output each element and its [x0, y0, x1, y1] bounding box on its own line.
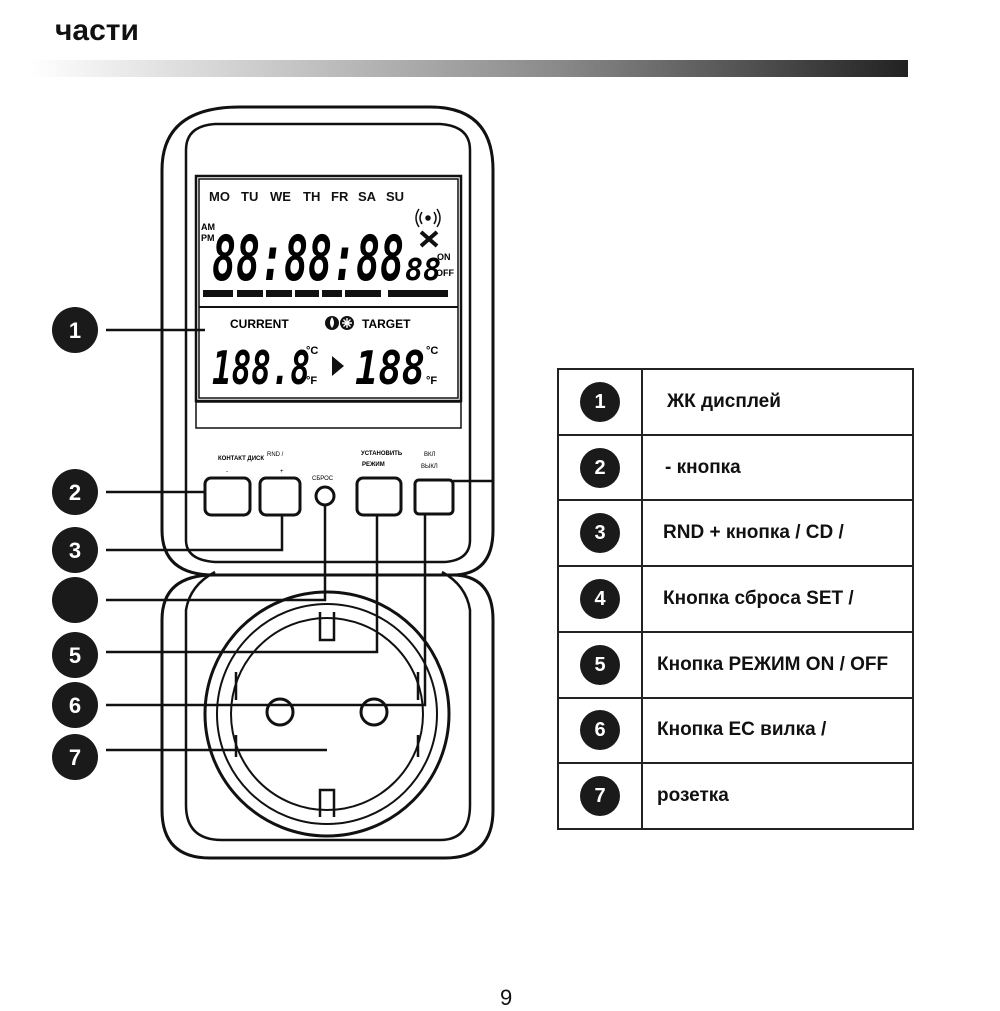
leader-lines — [106, 328, 427, 752]
svg-text:2: 2 — [69, 480, 81, 505]
lcd-small-digits: 88 — [405, 253, 441, 288]
reset-button[interactable] — [314, 485, 336, 507]
minus-button[interactable] — [203, 476, 252, 517]
lcd-day-su: SU — [386, 189, 404, 204]
button1-label: КОНТАКТ ДИСК — [218, 456, 264, 462]
legend-row: 4 Кнопка сброса SET / — [557, 565, 914, 633]
legend-label: RND + кнопка / CD / — [641, 499, 914, 568]
flame-icon — [325, 316, 339, 330]
svg-text:1: 1 — [69, 318, 81, 343]
button2-sublabel: + — [280, 469, 284, 475]
signal-icon — [415, 208, 441, 228]
arrow-right-icon — [332, 356, 344, 376]
callout-7: 7 — [52, 734, 98, 780]
lcd-current-label: CURRENT — [230, 317, 289, 331]
lcd-main-digits: 88:88:88 — [212, 222, 404, 295]
legend-row: 5 Кнопка РЕЖИМ ON / OFF — [557, 630, 914, 699]
callout-4 — [52, 577, 98, 623]
on-off-button[interactable] — [413, 478, 455, 516]
legend-row: 1 ЖК дисплей — [557, 368, 914, 436]
snowflake-icon — [340, 316, 354, 330]
legend-label: Кнопка сброса SET / — [641, 565, 914, 633]
legend-label: ЖК дисплей — [641, 368, 914, 436]
legend-row: 7 розетка — [557, 762, 914, 830]
legend-number-badge: 7 — [580, 776, 620, 817]
legend-label: розетка — [641, 762, 914, 830]
legend-number-badge: 5 — [580, 644, 620, 685]
lcd-target-value: 188 — [355, 341, 425, 395]
lcd-screen — [198, 178, 459, 399]
lcd-program-bar — [203, 290, 448, 297]
button1-sublabel: - — [226, 469, 228, 475]
callout-5: 5 — [52, 632, 98, 678]
lcd-target-unit-f: °F — [426, 375, 437, 387]
button3-label: УСТАНОВИТЬ — [361, 451, 403, 457]
page-number: 9 — [500, 985, 513, 1010]
section-title: части — [55, 14, 139, 47]
callout-1: 1 — [52, 307, 98, 353]
lcd-current-unit-f: °F — [306, 375, 317, 387]
button2-label: RND / — [267, 452, 284, 458]
cross-icon — [419, 230, 439, 248]
lcd-day-fr: FR — [331, 189, 349, 204]
lcd-am: AM — [201, 222, 215, 232]
lcd-off: OFF — [436, 268, 454, 278]
legend-label: Кнопка EC вилка / — [641, 696, 914, 765]
legend-row: 6 Кнопка EC вилка / — [557, 696, 914, 765]
button4-label: ВКЛ — [424, 452, 435, 458]
title-gradient-bar — [30, 60, 908, 77]
lcd-target-label: TARGET — [362, 317, 411, 331]
lcd-pm: PM — [201, 233, 215, 243]
button3-sublabel: РЕЖИМ — [362, 462, 385, 468]
callout-3: 3 — [52, 527, 98, 573]
mode-button[interactable] — [355, 476, 403, 517]
lcd-day-tu: TU — [241, 189, 258, 204]
parts-legend-table: 1 ЖК дисплей 2 - кнопка 3 RND + кнопка /… — [557, 368, 914, 830]
lcd-on: ON — [437, 252, 451, 262]
svg-text:5: 5 — [69, 643, 81, 668]
button4-sublabel: ВЫКЛ — [421, 464, 438, 470]
callout-2: 2 — [52, 469, 98, 515]
lcd-day-mo: MO — [209, 189, 230, 204]
lcd-day-we: WE — [270, 189, 291, 204]
svg-text:6: 6 — [69, 693, 81, 718]
legend-label: - кнопка — [641, 433, 914, 502]
reset-label: СБРОС — [312, 476, 334, 482]
legend-number-badge: 1 — [580, 381, 620, 422]
legend-number-badge: 3 — [580, 513, 620, 554]
lcd-target-unit-c: °C — [426, 345, 438, 357]
socket — [203, 590, 451, 838]
callout-6: 6 — [52, 682, 98, 728]
legend-label: Кнопка РЕЖИМ ON / OFF — [641, 630, 914, 699]
svg-text:3: 3 — [69, 538, 81, 563]
legend-number-badge: 2 — [580, 447, 620, 488]
legend-row: 2 - кнопка — [557, 433, 914, 502]
lcd-current-value: 188.8 — [212, 341, 310, 395]
lcd-day-sa: SA — [358, 189, 377, 204]
lcd-day-labels: MO TU WE TH FR SA SU — [209, 189, 404, 204]
plus-button[interactable] — [258, 476, 302, 517]
lcd-current-unit-c: °C — [306, 345, 318, 357]
lcd-day-th: TH — [303, 189, 320, 204]
legend-row: 3 RND + кнопка / CD / — [557, 499, 914, 568]
svg-text:7: 7 — [69, 745, 81, 770]
legend-number-badge: 6 — [580, 710, 620, 751]
lcd-frame — [194, 174, 463, 403]
legend-number-badge: 4 — [580, 578, 620, 619]
lcd-lower-bezel — [195, 401, 462, 429]
